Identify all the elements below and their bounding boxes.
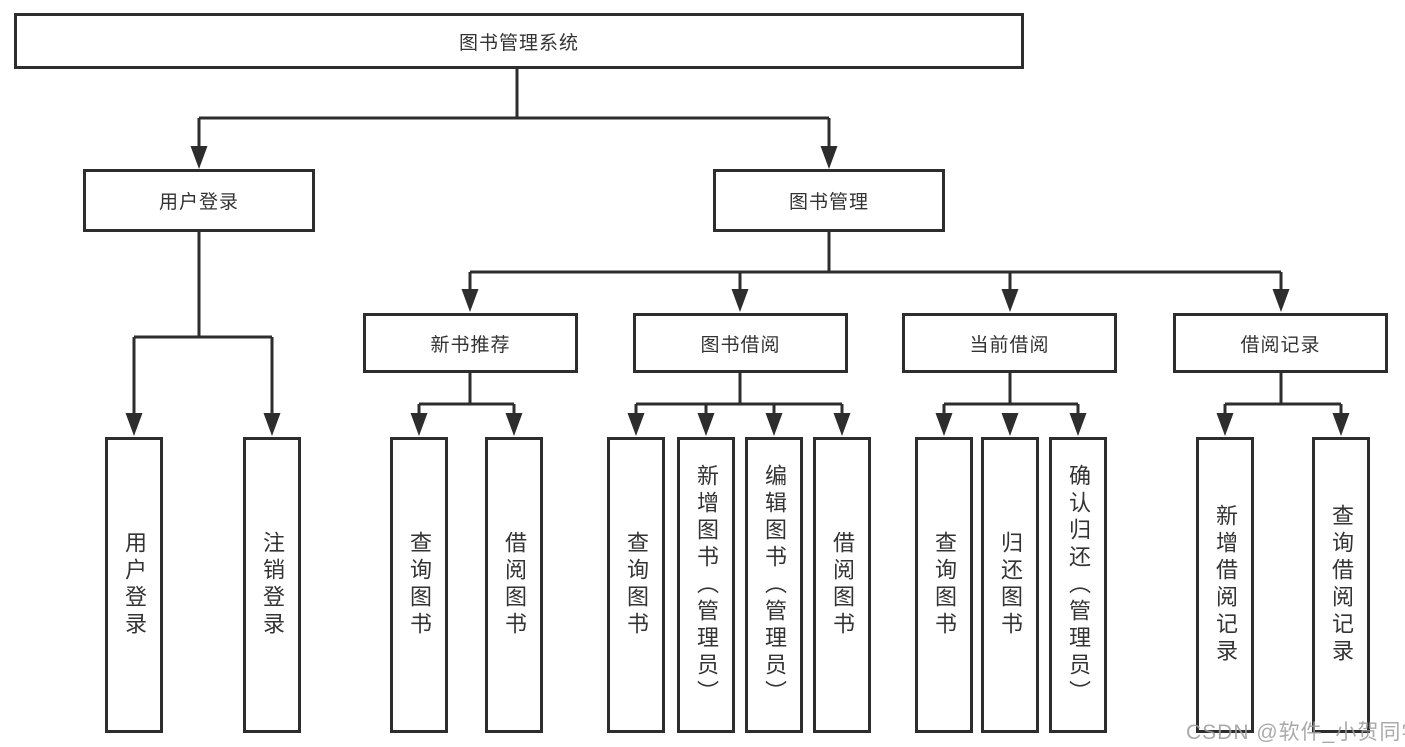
- arrowhead-group: [125, 146, 1350, 436]
- leaf-logout: 注销登录: [243, 437, 301, 733]
- leaf-user-login: 用户登录: [105, 437, 163, 733]
- leaf-add-book-admin: 新增图书（管理员）: [677, 437, 735, 733]
- leaf-edit-book-admin: 编辑图书（管理员）: [745, 437, 803, 733]
- node-library-system: 图书管理系统: [14, 13, 1024, 69]
- leaf-query-books-3: 查询图书: [915, 437, 973, 733]
- leaf-borrow-books-1: 借阅图书: [485, 437, 543, 733]
- leaf-confirm-return-admin: 确认归还（管理员）: [1049, 437, 1107, 733]
- node-book-management: 图书管理: [713, 169, 945, 232]
- leaf-query-books-2: 查询图书: [607, 437, 665, 733]
- node-book-borrow: 图书借阅: [633, 313, 848, 373]
- leaf-return-book: 归还图书: [981, 437, 1039, 733]
- watermark: CSDN @软件_小贺同学: [1186, 721, 1405, 744]
- leaf-add-borrow-record: 新增借阅记录: [1196, 437, 1254, 733]
- leaf-query-books-1: 查询图书: [390, 437, 448, 733]
- leaf-query-borrow-record: 查询借阅记录: [1312, 437, 1370, 733]
- node-current-borrow: 当前借阅: [902, 313, 1117, 373]
- leaf-borrow-books-2: 借阅图书: [813, 437, 871, 733]
- node-borrow-records: 借阅记录: [1173, 313, 1388, 373]
- node-user-login: 用户登录: [83, 169, 315, 232]
- node-new-book-recommend: 新书推荐: [363, 313, 578, 373]
